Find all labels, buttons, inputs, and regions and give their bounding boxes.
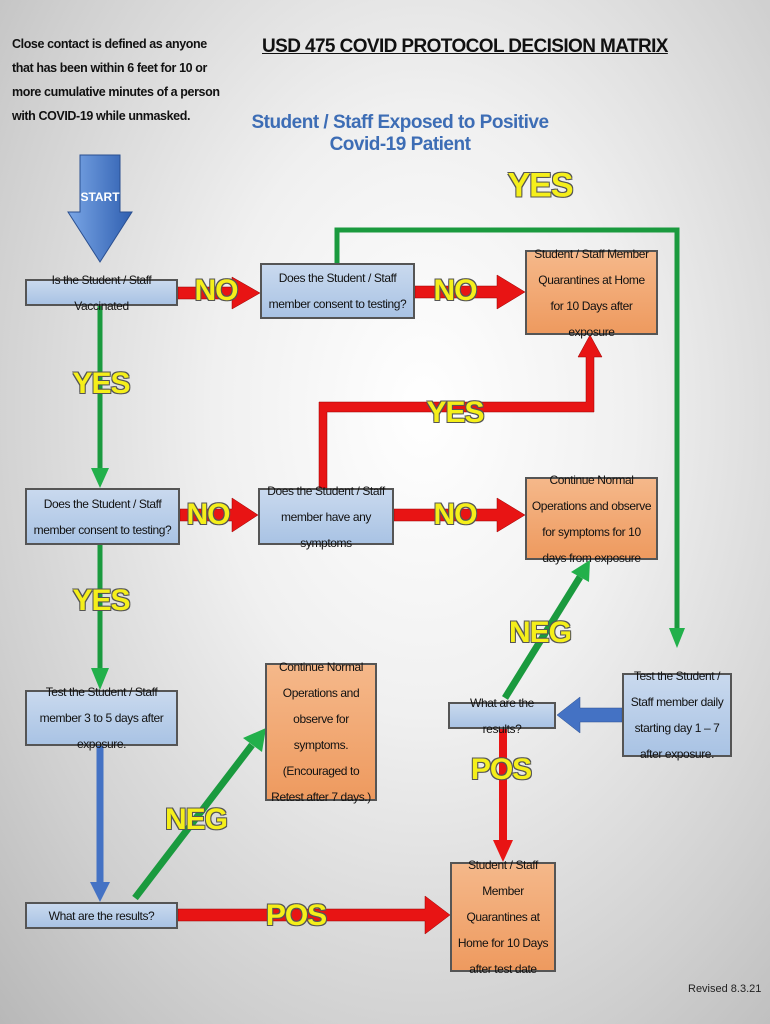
no-arrow-symptoms xyxy=(393,497,526,533)
page-subtitle: Student / Staff Exposed to Positive Covi… xyxy=(251,112,549,155)
pos-label-right: POS xyxy=(470,753,532,786)
yes-arrow-symptoms xyxy=(318,334,603,489)
no-label-4: NO xyxy=(433,498,478,531)
box-symptoms: Does the Student / Staff member have any… xyxy=(258,484,394,550)
flow-arrow-daily-to-results xyxy=(556,696,623,734)
box-consent-testing-1: Does the Student / Staff member consent … xyxy=(260,263,415,319)
box-quarantine-exposure: Student / Staff Member Quarantines at Ho… xyxy=(525,247,658,339)
box-consent-testing-2: Does the Student / Staff member consent … xyxy=(25,488,180,545)
pos-label-left: POS xyxy=(265,899,327,932)
no-label-3: NO xyxy=(186,498,231,531)
box-continue-retest: Continue Normal Operations and observe f… xyxy=(265,660,377,804)
neg-arrow-right xyxy=(502,575,583,700)
no-label-2: NO xyxy=(433,274,478,307)
start-arrow xyxy=(67,154,133,263)
yes-label-symptoms: YES xyxy=(426,396,484,429)
neg-arrow-left xyxy=(132,742,255,901)
no-label-1: NO xyxy=(194,274,239,307)
box-test-3-5-days: Test the Student / Staff member 3 to 5 d… xyxy=(25,685,178,751)
start-label: START xyxy=(80,190,120,204)
no-arrow-consent2 xyxy=(179,497,259,533)
neg-label-left: NEG xyxy=(164,803,228,836)
box-results-right: What are the results? xyxy=(448,696,556,736)
yes-label-consent2: YES xyxy=(72,584,130,617)
pos-arrow-left xyxy=(177,895,451,935)
yes-label-top: YES xyxy=(507,166,573,205)
box-quarantine-test: Student / Staff Member Quarantines at Ho… xyxy=(450,858,556,976)
revised-date: Revised 8.3.21 xyxy=(688,983,762,995)
neg-label-right: NEG xyxy=(508,616,572,649)
yes-label-vaccinated: YES xyxy=(72,367,130,400)
no-arrow-vaccinated xyxy=(177,276,261,310)
box-results-left: What are the results? xyxy=(25,902,178,929)
box-test-daily: Test the Student / Staff member daily st… xyxy=(622,669,732,761)
box-vaccinated: Is the Student / Staff Vaccinated xyxy=(25,273,178,313)
yes-connector-consent-to-test-daily xyxy=(334,227,680,630)
close-contact-note: Close contact is defined as anyone that … xyxy=(12,37,220,123)
box-continue-normal: Continue Normal Operations and observe f… xyxy=(525,473,658,565)
page-title: USD 475 COVID PROTOCOL DECISION MATRIX xyxy=(262,36,668,57)
no-arrow-consent1 xyxy=(414,274,526,310)
